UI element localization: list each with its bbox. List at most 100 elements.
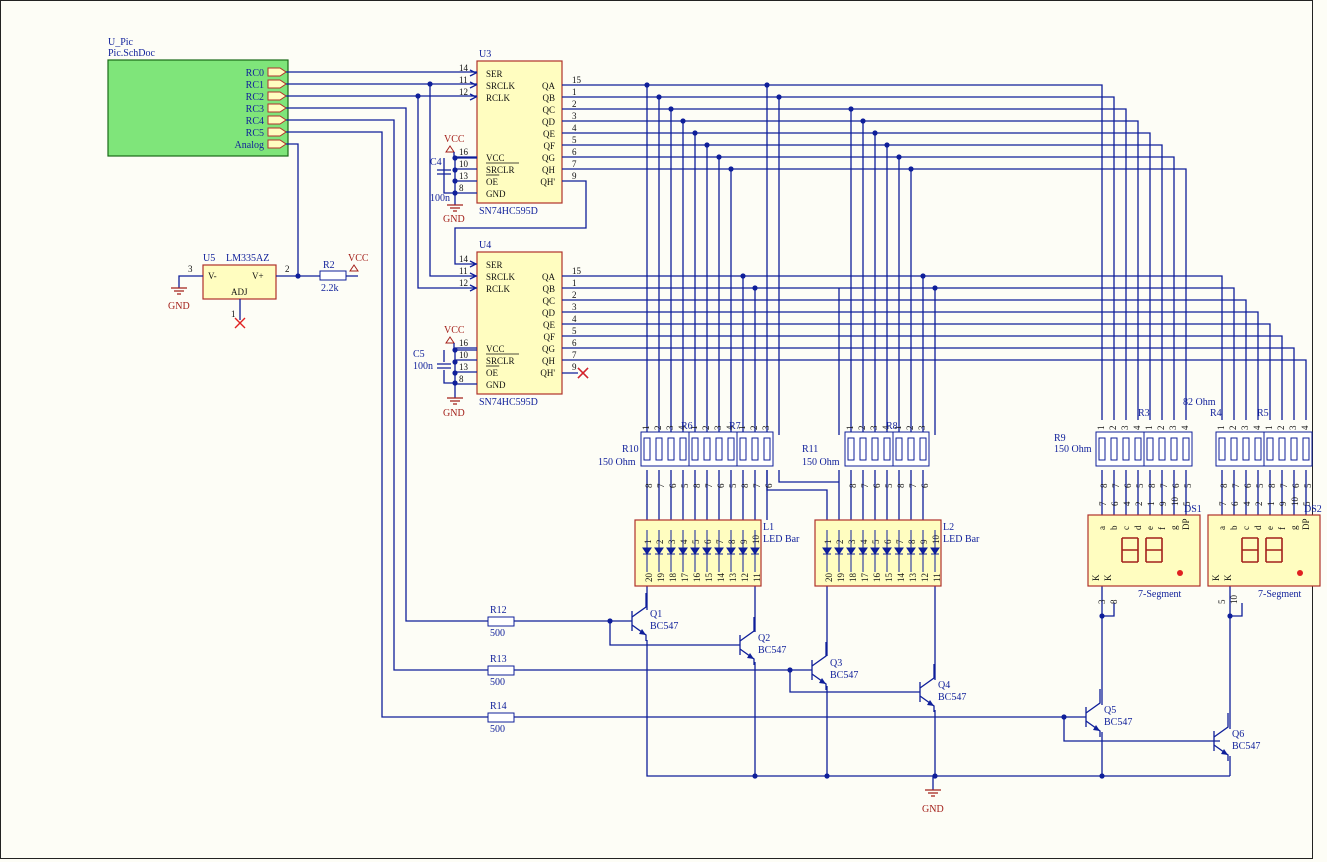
svg-text:7: 7 xyxy=(715,539,725,544)
svg-text:4: 4 xyxy=(677,425,687,430)
svg-text:13: 13 xyxy=(459,171,469,181)
svg-text:V-: V- xyxy=(208,271,217,281)
svg-text:f: f xyxy=(1157,527,1167,530)
sheet-port-rc3: RC3 xyxy=(246,104,264,115)
svg-text:QE: QE xyxy=(543,129,555,139)
svg-text:GND: GND xyxy=(922,804,944,815)
svg-text:8: 8 xyxy=(727,539,737,544)
svg-text:6: 6 xyxy=(883,539,893,544)
svg-text:4: 4 xyxy=(1132,425,1142,430)
svg-text:DP: DP xyxy=(1181,518,1191,530)
svg-text:QB: QB xyxy=(542,93,555,103)
svg-text:2: 2 xyxy=(285,264,290,274)
svg-text:LED Bar: LED Bar xyxy=(763,534,800,545)
pin-number: 14 xyxy=(459,63,469,73)
svg-text:4: 4 xyxy=(725,425,735,430)
pin-number: 11 xyxy=(459,75,468,85)
capacitor-c4[interactable]: C4 100n xyxy=(430,157,455,204)
capacitor-c5[interactable]: C5 100n xyxy=(413,349,455,384)
svg-text:LED Bar: LED Bar xyxy=(943,534,980,545)
svg-text:9: 9 xyxy=(572,171,577,181)
sheet-port-rc5: RC5 xyxy=(246,128,264,139)
svg-text:c: c xyxy=(1241,526,1251,530)
svg-text:b: b xyxy=(1229,525,1239,530)
temp-sensor-u5[interactable]: U5 LM335AZ V- V+ ADJ 3 2 1 GND xyxy=(168,253,358,329)
svg-text:16: 16 xyxy=(459,147,469,157)
svg-text:3: 3 xyxy=(665,425,675,430)
svg-text:10: 10 xyxy=(1290,497,1300,507)
svg-text:6: 6 xyxy=(1291,483,1301,488)
shift-register-u3[interactable]: U3 SER14SRCLK11RCLK12VCC16SRCLR10OE13GND… xyxy=(455,49,582,217)
svg-text:L2: L2 xyxy=(943,522,954,533)
svg-text:BC547: BC547 xyxy=(758,645,786,656)
svg-text:GND: GND xyxy=(443,214,465,225)
svg-text:2: 2 xyxy=(1108,426,1118,431)
svg-text:QC: QC xyxy=(542,105,555,115)
resistor-r2[interactable]: R2 2.2k VCC xyxy=(319,253,369,294)
svg-text:e: e xyxy=(1145,526,1155,530)
svg-text:15: 15 xyxy=(572,75,582,85)
svg-text:1: 1 xyxy=(572,87,577,97)
svg-text:K: K xyxy=(1103,574,1113,581)
svg-text:9: 9 xyxy=(1158,501,1168,506)
shift-register-u4[interactable]: U4 SER14SRCLK11RCLK12VCC16SRCLR10OE13GND… xyxy=(455,240,582,408)
svg-text:5: 5 xyxy=(680,483,690,488)
svg-text:2: 2 xyxy=(701,426,711,431)
svg-text:5: 5 xyxy=(884,483,894,488)
sheet-port-rc4: RC4 xyxy=(246,116,264,127)
svg-text:1: 1 xyxy=(737,426,747,431)
u3-part-number: SN74HC595D xyxy=(479,206,538,217)
svg-text:4: 4 xyxy=(881,425,891,430)
svg-text:8: 8 xyxy=(644,483,654,488)
svg-text:BC547: BC547 xyxy=(650,621,678,632)
junction-dot xyxy=(427,81,433,87)
wire-net xyxy=(286,71,1307,779)
junction-dot xyxy=(752,773,758,779)
sheet-file-name: Pic.SchDoc xyxy=(108,48,156,59)
pin-number: 12 xyxy=(459,87,468,97)
svg-text:SRCLK: SRCLK xyxy=(486,272,516,282)
c5-designator: C5 xyxy=(413,349,425,360)
svg-text:RCLK: RCLK xyxy=(486,93,511,103)
svg-text:7: 7 xyxy=(1231,483,1241,488)
svg-text:2: 2 xyxy=(655,540,665,545)
svg-text:15: 15 xyxy=(704,573,714,583)
svg-text:L1: L1 xyxy=(763,522,774,533)
svg-text:6: 6 xyxy=(1123,483,1133,488)
svg-text:QC: QC xyxy=(542,296,555,306)
svg-text:1: 1 xyxy=(823,540,833,545)
svg-text:K: K xyxy=(1223,574,1233,581)
svg-text:QA: QA xyxy=(542,272,555,282)
svg-text:g: g xyxy=(1289,525,1299,530)
svg-text:2: 2 xyxy=(1156,426,1166,431)
svg-text:20: 20 xyxy=(824,573,834,583)
svg-text:17: 17 xyxy=(680,573,690,583)
svg-text:SRCLK: SRCLK xyxy=(486,81,516,91)
svg-text:a: a xyxy=(1217,526,1227,530)
junction-dot xyxy=(932,773,938,779)
svg-text:19: 19 xyxy=(656,573,666,583)
sheet-symbol-u-pic[interactable]: U_Pic Pic.SchDoc RC0RC1RC2RC3RC4RC5Analo… xyxy=(107,37,289,157)
